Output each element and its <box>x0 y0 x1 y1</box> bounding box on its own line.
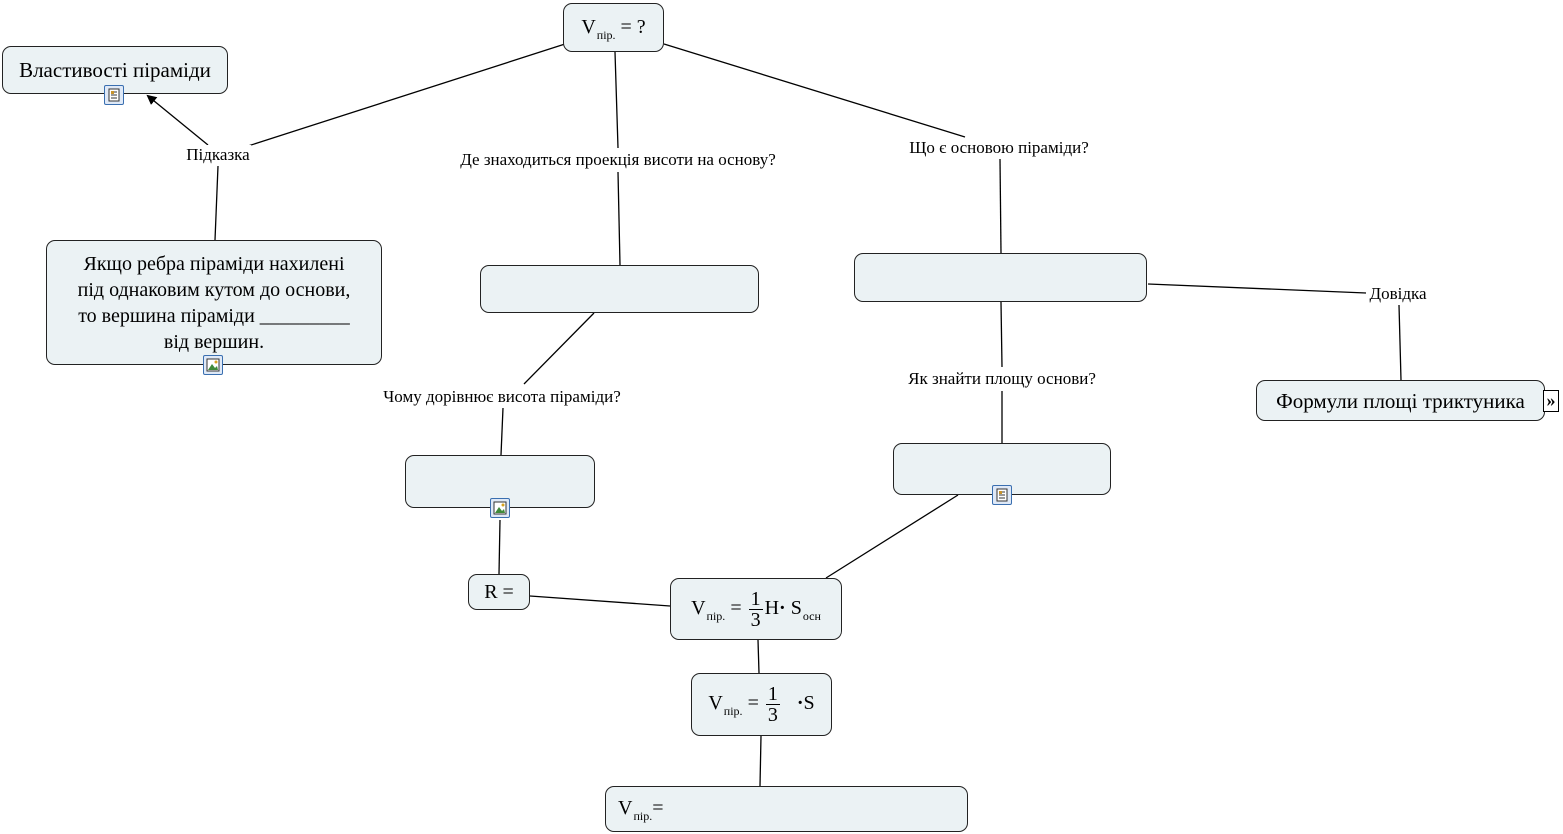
volume-symbol: V <box>691 596 706 619</box>
question-text: = ? <box>620 15 646 38</box>
link-label-area: Як знайти площу основи? <box>906 369 1098 389</box>
link-base-box <box>999 158 1002 254</box>
area-symbol: S <box>803 692 815 715</box>
link-base-reference <box>1147 283 1367 294</box>
root-volume-question[interactable]: Vпір. = ? <box>563 3 664 52</box>
link-label-base: Що є основою піраміди? <box>907 138 1091 158</box>
hint-statement-node[interactable]: Якщо ребра піраміди нахилені під однаков… <box>46 240 382 365</box>
radius-label: R = <box>484 581 514 603</box>
multiply-dot: · <box>796 692 804 715</box>
hint-line-1: Якщо ребра піраміди нахилені <box>83 252 345 275</box>
fraction-denominator: 3 <box>750 608 761 631</box>
link-label-projection: Де знаходиться проекція висоти на основу… <box>458 150 778 170</box>
volume-subscript: пір. <box>723 704 743 719</box>
pyramid-properties-label: Властивості піраміди <box>19 58 211 82</box>
image-icon[interactable] <box>490 498 510 518</box>
link-areabox-formula <box>825 494 959 579</box>
link-base-area <box>1000 301 1003 368</box>
link-reference-triangle <box>1398 304 1402 381</box>
link-heightbox-r <box>498 519 501 575</box>
link-label-reference: Довідка <box>1367 284 1429 304</box>
projection-answer-box[interactable] <box>480 265 759 313</box>
area-symbol: S <box>790 596 802 619</box>
equals-sign: = <box>747 692 759 715</box>
fraction-numerator: 1 <box>765 683 780 705</box>
volume-formula-step-3[interactable]: Vпір.= <box>605 786 968 832</box>
link-label-height: Чому дорівнює висота піраміди? <box>381 387 623 407</box>
link-root-hint <box>247 43 566 147</box>
volume-subscript: пір. <box>596 27 616 42</box>
link-projection-box <box>617 171 621 266</box>
radius-node[interactable]: R = <box>468 574 530 610</box>
link-hint-text <box>214 165 219 241</box>
link-root-projection <box>614 51 619 149</box>
link-projection-height <box>523 312 595 385</box>
height-symbol: H <box>764 596 780 619</box>
expand-icon[interactable]: » <box>1543 390 1559 412</box>
triangle-area-formulas-label: Формули площі триктуника <box>1276 388 1525 413</box>
area-subscript: осн <box>802 608 821 623</box>
equals-sign: = <box>730 596 742 619</box>
link-r-formula <box>529 595 671 607</box>
fraction-denominator: 3 <box>767 704 778 726</box>
volume-symbol: V <box>618 797 633 819</box>
hint-line-3: то вершина піраміди _________ <box>78 304 350 327</box>
document-icon[interactable] <box>992 485 1012 505</box>
link-formula2-formula3 <box>759 735 762 787</box>
fraction-numerator: 1 <box>748 587 763 610</box>
volume-subscript: пір. <box>633 809 653 823</box>
link-formula-formula2 <box>757 639 760 674</box>
link-height-box <box>500 407 504 456</box>
link-root-base <box>663 43 966 138</box>
volume-symbol: V <box>581 15 596 38</box>
hint-line-4: від вершин. <box>163 330 265 353</box>
link-hint-props <box>146 94 209 146</box>
hint-line-2: під однаковим кутом до основи, <box>77 278 351 301</box>
volume-subscript: пір. <box>706 608 726 623</box>
equals-sign: = <box>652 797 664 819</box>
base-answer-box[interactable] <box>854 253 1147 302</box>
document-icon[interactable] <box>104 85 124 105</box>
volume-symbol: V <box>708 692 723 715</box>
link-label-hint: Підказка <box>184 145 252 165</box>
image-icon[interactable] <box>203 355 223 375</box>
multiply-dot: · <box>779 596 786 619</box>
triangle-area-formulas-node[interactable]: Формули площі триктуника <box>1256 380 1545 421</box>
